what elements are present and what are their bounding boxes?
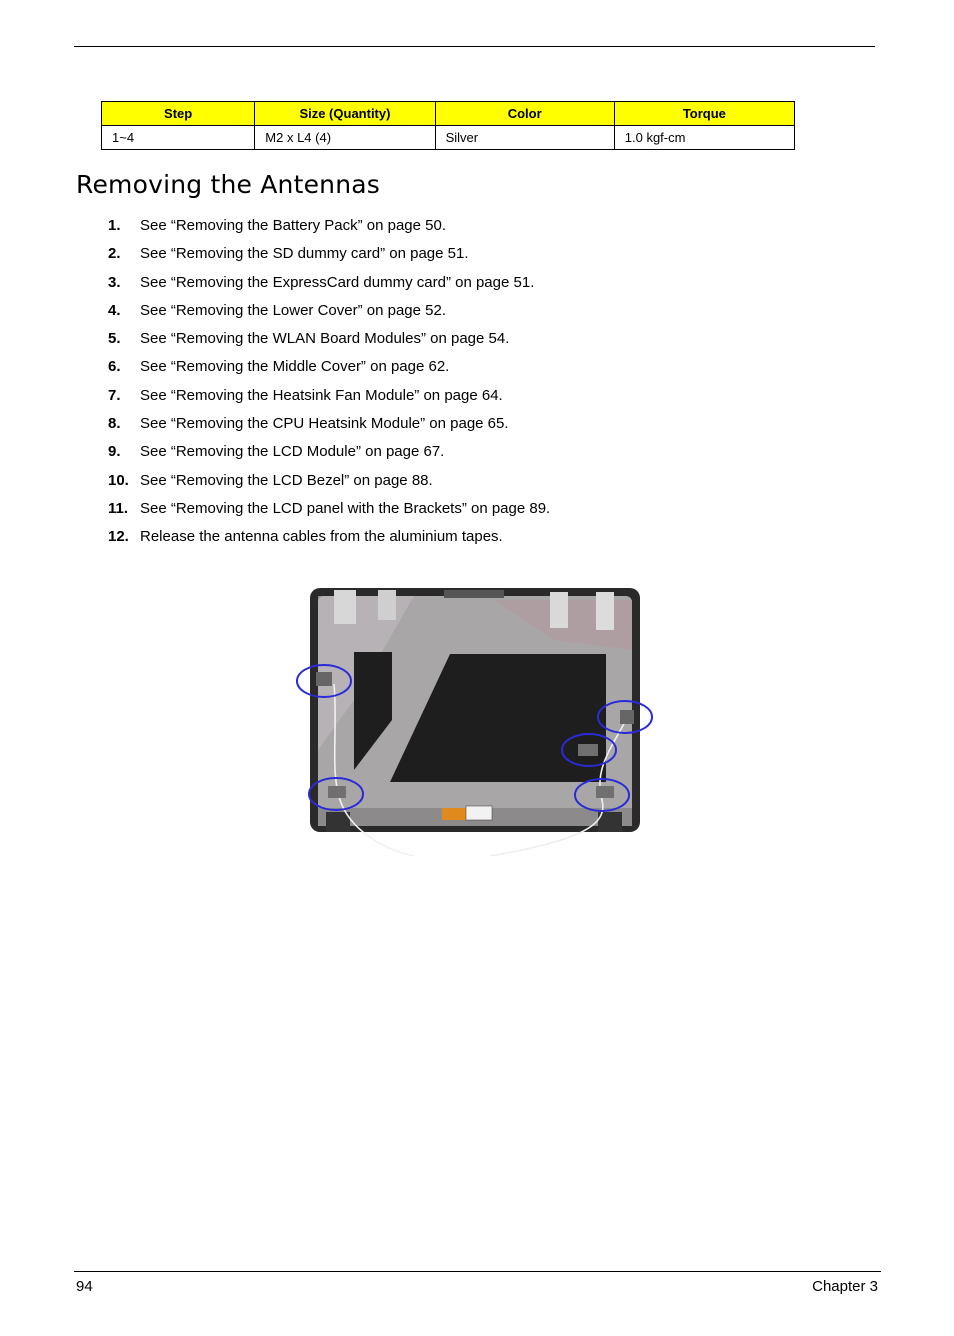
step-number: 1. (108, 217, 121, 234)
table-header-size: Size (Quantity) (254, 101, 436, 126)
chapter-label: Chapter 3 (812, 1278, 878, 1295)
step-text: See “Removing the SD dummy card” on page… (140, 245, 469, 263)
step-number: 8. (108, 415, 121, 433)
step-number: 7. (108, 386, 121, 404)
section-title: Removing the Antennas (76, 170, 381, 199)
list-item: 1. See “Removing the Battery Pack” on pag… (108, 214, 550, 242)
step-number: 11. (108, 499, 129, 517)
table-header-row: Step Size (Quantity) Color Torque (100, 101, 796, 126)
step-text: See “Removing the LCD Module” on page 67… (140, 443, 445, 461)
table-header-torque: Torque (613, 101, 796, 126)
table-cell-size: M2 x L4 (4) (254, 125, 436, 150)
step-text: See “Removing the Middle Cover” on page … (140, 358, 450, 376)
list-item: 8. See “Removing the CPU Heatsink Module”… (108, 412, 550, 440)
hinge-right (598, 812, 622, 832)
step-list: 1. See “Removing the Battery Pack” on pag… (108, 214, 550, 554)
step-number: 2. (108, 245, 121, 263)
step-text: Release the antenna cables from the alum… (140, 528, 503, 546)
step-number: 10. (108, 471, 129, 489)
list-item: 11. See “Removing the LCD panel with the … (108, 497, 550, 525)
antenna-cable-left (333, 683, 415, 856)
callout-circle (308, 777, 364, 811)
insulation-sheet-right (390, 654, 606, 782)
callout-circle (561, 733, 617, 767)
table-header-step: Step (100, 101, 256, 126)
step-text: See “Removing the LCD panel with the Bra… (140, 499, 551, 517)
step-text: See “Removing the Lower Cover” on page 5… (140, 301, 447, 319)
table-header-color: Color (434, 101, 615, 126)
callout-circle (296, 664, 352, 698)
list-item: 6. See “Removing the Middle Cover” on pag… (108, 355, 550, 383)
list-item: 10. See “Removing the LCD Bezel” on page … (108, 469, 550, 497)
step-number: 12. (108, 528, 129, 546)
list-item: 3. See “Removing the ExpressCard dummy ca… (108, 271, 550, 299)
screw-spec-table: Step Size (Quantity) Color Torque 1~4 M2… (100, 101, 796, 150)
step-number: 9. (108, 443, 121, 461)
table-row: 1~4 M2 x L4 (4) Silver 1.0 kgf-cm (100, 125, 796, 150)
list-item: 2. See “Removing the SD dummy card” on pa… (108, 242, 550, 270)
table-cell-color: Silver (434, 125, 615, 150)
list-item: 7. See “Removing the Heatsink Fan Module”… (108, 384, 550, 412)
list-item: 9. See “Removing the LCD Module” on page … (108, 440, 550, 468)
step-text: See “Removing the Heatsink Fan Module” o… (140, 386, 503, 404)
list-item: 12. Release the antenna cables from the a… (108, 525, 550, 553)
step-text: See “Removing the Battery Pack” on page … (140, 217, 447, 234)
step-number: 6. (108, 358, 121, 376)
insulation-sheet-left (354, 652, 392, 770)
list-item: 4. See “Removing the Lower Cover” on page… (108, 299, 550, 327)
antenna-cable-right (489, 719, 627, 856)
step-number: 3. (108, 273, 121, 291)
header-rule (74, 46, 875, 47)
page-number: 94 (76, 1278, 93, 1295)
callout-circle (597, 700, 653, 734)
step-number: 4. (108, 301, 121, 319)
callout-circle (574, 778, 630, 812)
step-text: See “Removing the ExpressCard dummy card… (140, 273, 535, 291)
list-item: 5. See “Removing the WLAN Board Modules” … (108, 327, 550, 355)
step-number: 5. (108, 330, 121, 348)
step-text: See “Removing the CPU Heatsink Module” o… (140, 415, 509, 433)
step-text: See “Removing the WLAN Board Modules” on… (140, 330, 510, 348)
lcd-cover-photo (296, 588, 653, 856)
hinge-left (326, 812, 350, 832)
footer-rule (74, 1271, 881, 1272)
table-cell-step: 1~4 (100, 125, 256, 150)
table-cell-torque: 1.0 kgf-cm (613, 125, 796, 150)
step-text: See “Removing the LCD Bezel” on page 88. (140, 471, 433, 489)
